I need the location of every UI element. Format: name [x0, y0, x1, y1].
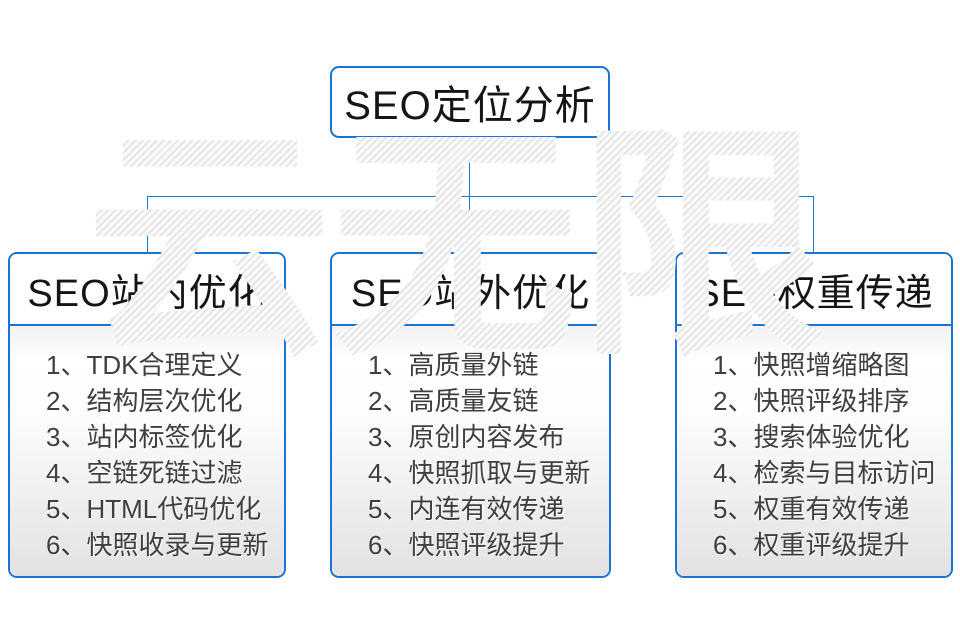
- connector-right-drop: [813, 196, 814, 252]
- list-item: 3、原创内容发布: [368, 422, 565, 452]
- connector-root-vertical: [469, 138, 470, 252]
- branch-item-list: 1、TDK合理定义 2、结构层次优化 3、站内标签优化 4、空链死链过滤 5、H…: [10, 326, 284, 576]
- list-item: 1、快照增缩略图: [713, 350, 910, 380]
- branch-title: SEO站内优化: [27, 272, 267, 315]
- branch-header: SEO权重传递: [677, 254, 951, 326]
- list-item: 4、空链死链过滤: [46, 458, 243, 488]
- branch-item-list: 1、高质量外链 2、高质量友链 3、原创内容发布 4、快照抓取与更新 5、内连有…: [332, 326, 609, 576]
- list-item: 6、快照评级提升: [368, 530, 565, 560]
- branch-onsite-optimization: SEO站内优化 1、TDK合理定义 2、结构层次优化 3、站内标签优化 4、空链…: [8, 252, 286, 578]
- root-node: SEO定位分析: [330, 66, 610, 138]
- list-item: 2、高质量友链: [368, 386, 539, 416]
- list-item: 6、快照收录与更新: [46, 530, 269, 560]
- list-item: 2、结构层次优化: [46, 386, 243, 416]
- list-item: 4、检索与目标访问: [713, 458, 936, 488]
- list-item: 5、HTML代码优化: [46, 494, 262, 524]
- list-item: 5、内连有效传递: [368, 494, 565, 524]
- list-item: 5、权重有效传递: [713, 494, 910, 524]
- branch-header: SEO站内优化: [10, 254, 284, 326]
- list-item: 6、权重评级提升: [713, 530, 910, 560]
- branch-header: SEO站外优化: [332, 254, 609, 326]
- connector-horizontal: [147, 196, 814, 197]
- list-item: 2、快照评级排序: [713, 386, 910, 416]
- branch-title: SEO权重传递: [694, 272, 934, 315]
- branch-weight-transfer: SEO权重传递 1、快照增缩略图 2、快照评级排序 3、搜索体验优化 4、检索与…: [675, 252, 953, 578]
- connector-left-drop: [147, 196, 148, 252]
- branch-item-list: 1、快照增缩略图 2、快照评级排序 3、搜索体验优化 4、检索与目标访问 5、权…: [677, 326, 951, 576]
- root-node-title: SEO定位分析: [344, 84, 596, 128]
- list-item: 3、搜索体验优化: [713, 422, 910, 452]
- list-item: 3、站内标签优化: [46, 422, 243, 452]
- list-item: 4、快照抓取与更新: [368, 458, 591, 488]
- list-item: 1、高质量外链: [368, 350, 539, 380]
- branch-offsite-optimization: SEO站外优化 1、高质量外链 2、高质量友链 3、原创内容发布 4、快照抓取与…: [330, 252, 611, 578]
- list-item: 1、TDK合理定义: [46, 350, 243, 380]
- branch-title: SEO站外优化: [350, 272, 591, 315]
